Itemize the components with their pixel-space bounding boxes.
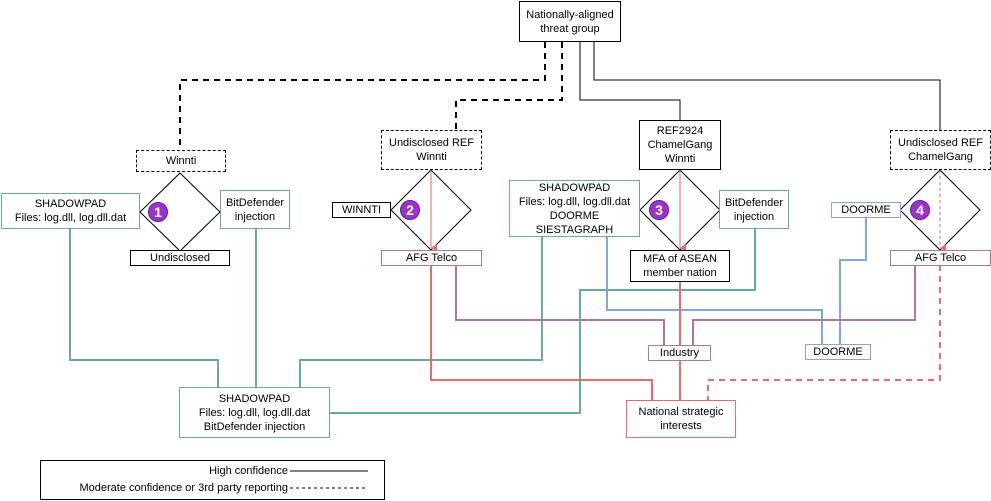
national-interests-node: National strategic interests [626,400,736,438]
capability-node-2: WINNTI [332,202,391,218]
legend-high-label: High confidence [209,465,288,477]
edge-root-ref-winnti [455,42,563,130]
infrastructure-node-1: BitDefender injection [220,190,290,229]
actor-node-3: REF2924 ChamelGang Winnti [639,120,721,170]
edge-sp3-agg [299,236,543,387]
actor-node-2: Undisclosed REF Winnti [381,130,482,170]
badge-2: 2 [400,200,420,220]
badge-3: 3 [649,200,669,220]
legend-moderate-label: Moderate confidence or 3rd party reporti… [79,482,288,494]
edge-sp3-doorme [606,236,823,345]
industry-node: Industry [648,345,711,361]
badge-1: 1 [148,202,168,222]
capability-node-3: SHADOWPAD Files: log.dll, log.dll.dat DO… [509,180,640,237]
doorme-aggregate-node: DOORME [805,344,871,360]
actor-node-1: Winnti [136,150,226,172]
edge-afg4-industry [692,265,916,345]
edge-root-winnti [179,42,546,150]
edge-root-ref-chamelgang [593,42,941,130]
infrastructure-node-3: BitDefender injection [719,190,789,229]
edge-sp1-agg [69,229,219,387]
victim-node-3: MFA of ASEAN member nation [630,250,730,282]
capability-node-4: DOORME [831,202,901,218]
root-node: Nationally-aligned threat group [519,1,621,42]
capability-node-1: SHADOWPAD Files: log.dll, log.dll.dat [1,193,140,229]
edge-afg2-national [430,265,653,400]
victim-node-2: AFG Telco [381,250,482,266]
shadowpad-aggregate-node: SHADOWPAD Files: log.dll, log.dll.dat Bi… [179,387,330,438]
legend: High confidence Moderate confidence or 3… [40,460,385,500]
victim-node-1: Undisclosed [130,250,230,266]
badge-4: 4 [910,200,930,220]
edge-afg2-industry [455,265,665,345]
edge-afg4-national [707,265,941,400]
victim-node-4: AFG Telco [890,250,991,266]
actor-node-4: Undisclosed REF ChamelGang [890,130,991,170]
edge-doorme4-doorme [839,217,867,345]
edge-root-ref2924 [579,42,681,120]
edge-bd3-agg [330,229,756,414]
